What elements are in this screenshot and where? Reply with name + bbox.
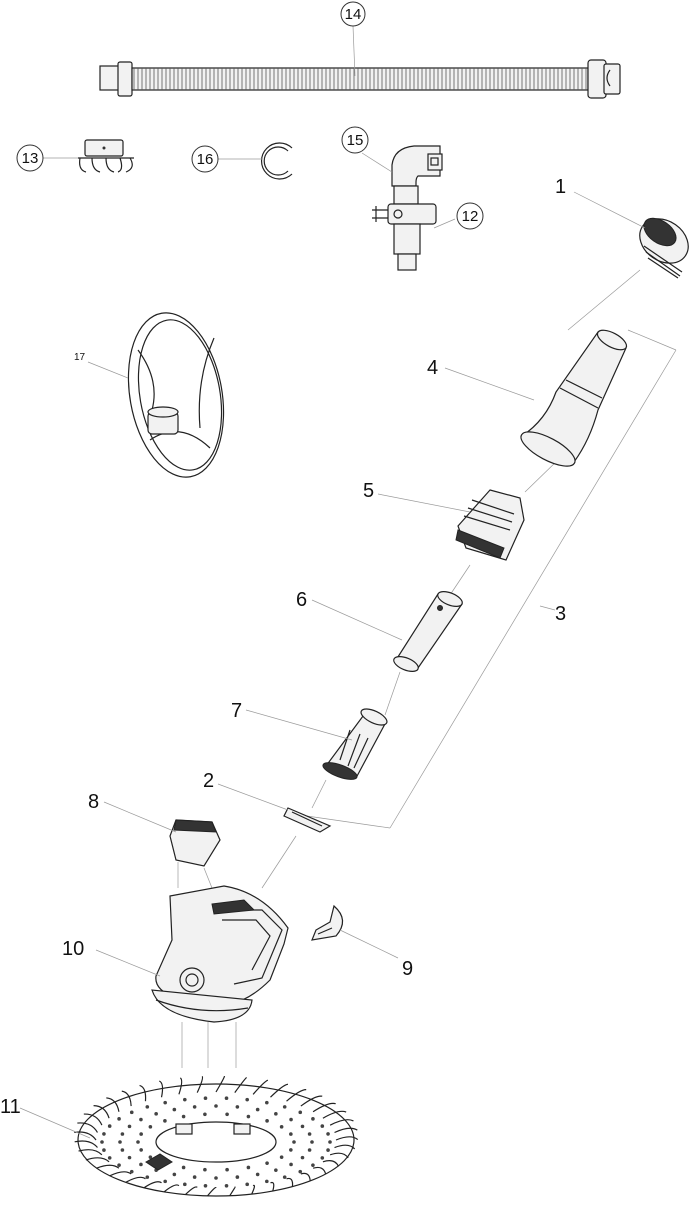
disc-part-11 bbox=[19, 1075, 359, 1197]
funnel-part-4 bbox=[444, 329, 628, 467]
elbow-valve-parts-15-12 bbox=[361, 145, 456, 271]
assembly-guide-lines bbox=[177, 269, 677, 1068]
deflector-part-17 bbox=[87, 312, 225, 478]
callout-circle-14 bbox=[340, 1, 366, 27]
callout-circle-15 bbox=[341, 126, 369, 154]
callout-label-8: 8 bbox=[88, 791, 99, 813]
c-ring-part-16 bbox=[217, 142, 293, 180]
body-part-10 bbox=[95, 885, 289, 1023]
callout-label-6: 6 bbox=[296, 589, 307, 611]
callout-circle-13 bbox=[16, 144, 44, 172]
callout-label-13: 13 bbox=[22, 150, 39, 167]
diaphragm-part-7 bbox=[245, 708, 388, 780]
pipe-part-6 bbox=[311, 591, 463, 672]
callout-label-1: 1 bbox=[555, 176, 566, 198]
callout-circle-12 bbox=[456, 202, 484, 230]
callout-label-9: 9 bbox=[402, 958, 413, 980]
callout-label-5: 5 bbox=[363, 480, 374, 502]
callout-label-14: 14 bbox=[345, 6, 362, 23]
callout-label-15: 15 bbox=[347, 132, 364, 149]
collar-part-5 bbox=[377, 489, 525, 561]
cap-part-8 bbox=[103, 801, 221, 867]
clip-part-13 bbox=[42, 139, 134, 173]
callout-label-16: 16 bbox=[197, 151, 214, 168]
callout-label-2: 2 bbox=[203, 770, 214, 792]
callout-label-11: 11 bbox=[0, 1096, 21, 1118]
callout-label-7: 7 bbox=[231, 700, 242, 722]
callout-circle-16 bbox=[191, 145, 219, 173]
nut-part-1 bbox=[573, 191, 689, 279]
callout-label-10: 10 bbox=[62, 938, 84, 960]
skid-part-9 bbox=[311, 904, 399, 959]
callout-label-17: 17 bbox=[74, 352, 86, 363]
callout-label-4: 4 bbox=[427, 357, 438, 379]
callout-label-3: 3 bbox=[555, 603, 566, 625]
seal-part-2 bbox=[217, 783, 332, 833]
hose-part-14 bbox=[99, 25, 621, 99]
callout-label-12: 12 bbox=[462, 208, 479, 225]
